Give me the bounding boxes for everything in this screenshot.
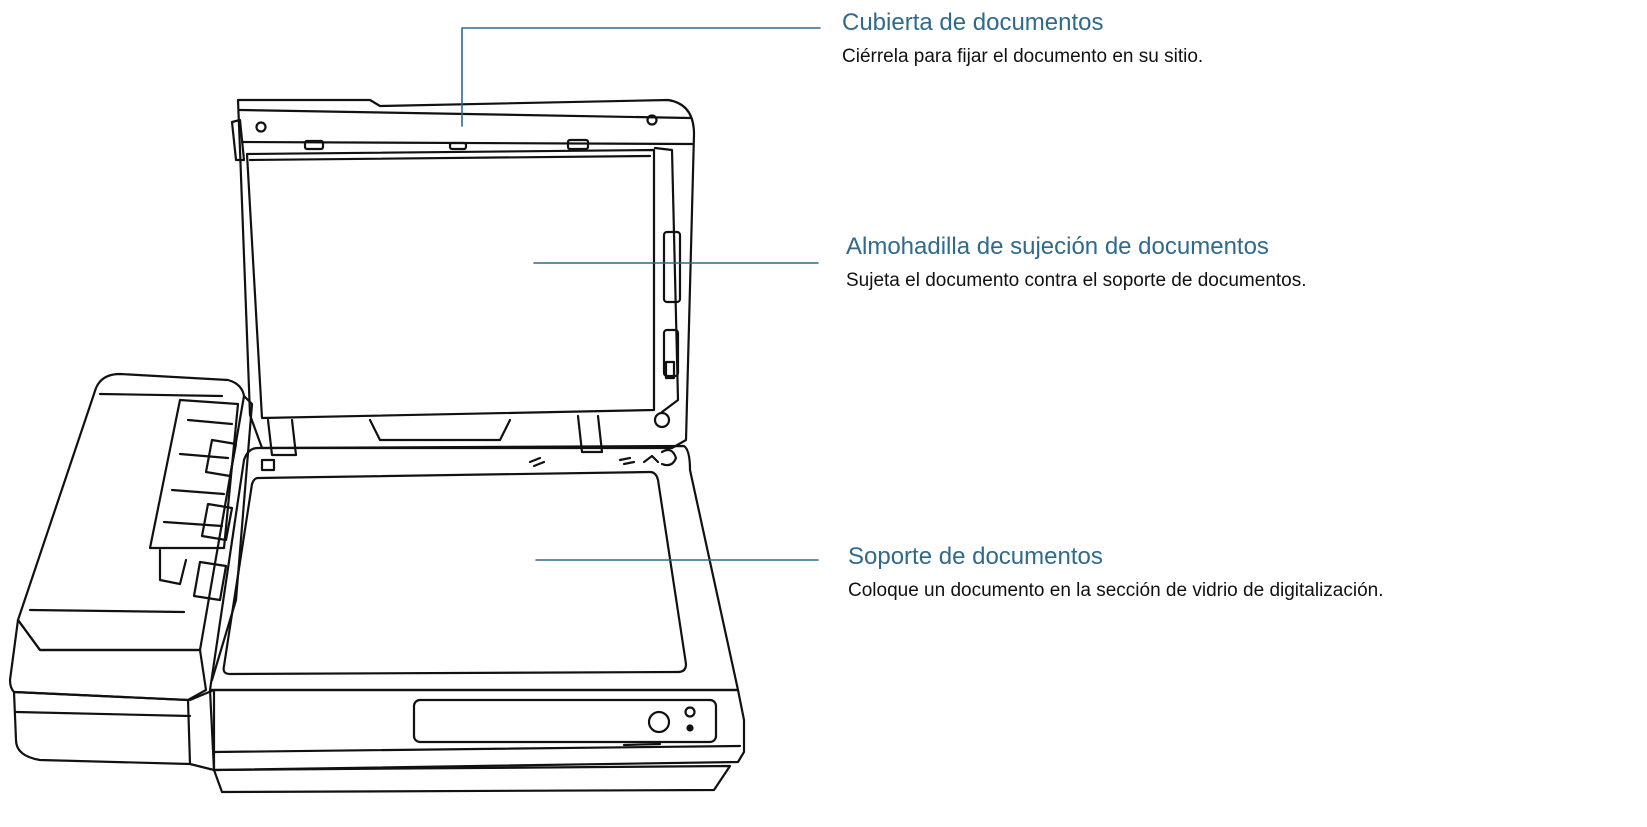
callout-title: Almohadilla de sujeción de documentos	[846, 233, 1269, 260]
document-feeder	[8, 372, 254, 772]
callout-document-cover: Cubierta de documentos Ciérrela para fij…	[842, 8, 1203, 70]
document-cover	[230, 98, 696, 457]
callout-title: Cubierta de documentos	[842, 9, 1104, 36]
power-button-icon	[647, 710, 671, 734]
screw-icon	[646, 114, 658, 126]
document-pad-outline	[245, 148, 656, 420]
operator-panel	[412, 698, 718, 744]
screw-icon	[255, 121, 267, 133]
callout-document-pad: Almohadilla de sujeción de documentos Su…	[846, 232, 1307, 294]
callout-description: Coloque un documento en la sección de vi…	[848, 580, 1384, 601]
document-bed-glass	[222, 470, 688, 676]
callout-document-bed: Soporte de documentos Coloque un documen…	[848, 542, 1384, 604]
callout-leader-lines	[461, 27, 821, 561]
callout-title: Soporte de documentos	[848, 543, 1103, 570]
scanner-base	[208, 444, 746, 794]
leader-line-document-cover	[461, 27, 821, 127]
callout-description: Ciérrela para fijar el documento en su s…	[842, 46, 1204, 67]
callout-description: Sujeta el documento contra el soporte de…	[846, 270, 1307, 291]
